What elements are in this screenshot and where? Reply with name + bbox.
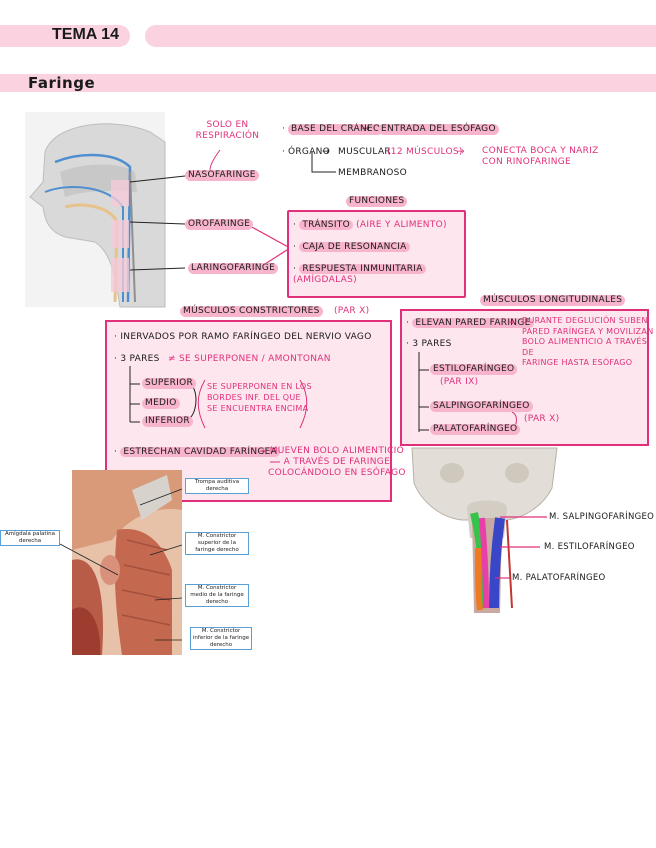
- caption-amigdala: Amígdala palatina derecha: [0, 530, 60, 546]
- elevan-note: DURANTE DEGLUCIÓN SUBEN PARED FARÍNGEA Y…: [522, 316, 654, 367]
- skull-longitudinales-image: [411, 447, 558, 613]
- muscular: MUSCULAR: [338, 147, 391, 157]
- estrechan-text: ESTRECHAN CAVIDAD FARÍNGEA: [120, 447, 281, 457]
- pares-note-text: SE SUPERPONEN / AMONTONAN: [179, 354, 331, 364]
- par-x-note: (PAR X): [524, 414, 560, 424]
- pares-note: ≠ SE SUPERPONEN / AMONTONAN: [168, 354, 331, 364]
- funcion-item: · TRÁNSITO (AIRE Y ALIMENTO): [293, 220, 447, 230]
- inervados: · INERVADOS POR RAMO FARÍNGEO DEL NERVIO…: [114, 332, 372, 342]
- caption-constrictor-inferior: M. Constrictor inferior de la faringe de…: [190, 627, 252, 650]
- funcion-label: TRÁNSITO: [299, 220, 353, 230]
- constrictores-title: MÚSCULOS CONSTRICTORES: [180, 306, 323, 317]
- arrow-right-icon-4: →: [258, 447, 266, 457]
- header-bar-left: [0, 25, 130, 47]
- funcion-item: · CAJA DE RESONANCIA: [293, 242, 463, 253]
- section-title: Faringe: [28, 74, 96, 92]
- constrictor-inferior: INFERIOR: [142, 416, 193, 427]
- caption-trompa: Trompa auditiva derecha: [185, 478, 249, 494]
- arrow-right-icon-3: →: [457, 147, 465, 157]
- label-palatofaringeo: M. PALATOFARÍNGEO: [512, 573, 606, 583]
- funcion-note: (AMÍGDALAS): [293, 275, 357, 285]
- header-bar-right: [145, 25, 656, 47]
- arrow-right-icon-2: →: [322, 147, 330, 157]
- long-pares-text: 3 PARES: [412, 339, 452, 349]
- funcion-label: CAJA DE RESONANCIA: [299, 242, 410, 252]
- caption-constrictor-medio: M. Constrictor medio de la faringe derec…: [185, 584, 249, 607]
- pares-text: 3 PARES: [120, 354, 160, 364]
- funciones-title: FUNCIONES: [346, 196, 408, 207]
- label-orofaringe: OROFARINGE: [185, 219, 254, 230]
- organo: ÓRGANO: [288, 147, 331, 157]
- conecta-note: CONECTA BOCA Y NARIZ CON RINOFARINGE: [482, 146, 599, 167]
- constrictores-anatomy-image: [72, 470, 182, 655]
- caption-constrictor-superior: M. Constrictor superior de la faringe de…: [185, 532, 249, 555]
- estrechan: · ESTRECHAN CAVIDAD FARÍNGEA: [114, 447, 281, 458]
- tema-label: TEMA 14: [52, 26, 119, 43]
- note-solo-respiracion: SOLO EN RESPIRACIÓN: [195, 120, 260, 141]
- membranoso: MEMBRANOSO: [338, 168, 408, 178]
- section-bar: [0, 74, 656, 92]
- bullet-base: ·: [282, 124, 286, 134]
- label-salpingofaringeo: M. SALPINGOFARÍNGEO: [549, 512, 655, 522]
- funciones-box: [287, 210, 466, 298]
- constrictores-pares: · 3 PARES: [114, 354, 160, 364]
- funcion-item: · RESPUESTA INMUNITARIA (AMÍGDALAS): [293, 264, 463, 286]
- long-palatofaringeo: PALATOFARÍNGEO: [430, 424, 521, 435]
- elevan: · ELEVAN PARED FARINGE: [406, 318, 534, 329]
- num-musculos: (12 MÚSCULOS): [387, 147, 463, 157]
- longitudinales-box: [400, 309, 649, 446]
- constrictor-medio: MEDIO: [142, 398, 180, 409]
- arrow-right-icon-5: →: [507, 318, 515, 328]
- funcion-note: (AIRE Y ALIMENTO): [356, 220, 447, 230]
- funcion-label: RESPUESTA INMUNITARIA: [299, 264, 426, 274]
- longitudinales-title: MÚSCULOS LONGITUDINALES: [480, 295, 626, 306]
- arrow-right-icon: →: [362, 124, 370, 134]
- inervados-text: INERVADOS POR RAMO FARÍNGEO DEL NERVIO V…: [120, 332, 372, 342]
- estrechan-note: MUEVEN BOLO ALIMENTICIO A TRAVÉS DE FARI…: [268, 446, 406, 478]
- estilo-note: (PAR IX): [440, 377, 479, 387]
- longitudinales-pares: · 3 PARES: [406, 339, 452, 349]
- long-salpingofaringeo: SALPINGOFARÍNGEO: [430, 401, 533, 412]
- entrada-esofago: ENTRADA DEL ESÓFAGO: [378, 124, 499, 135]
- label-estilofaringeo: M. ESTILOFARÍNGEO: [544, 542, 635, 552]
- brace-note: SE SUPERPONEN EN LOS BORDES INF. DEL QUE…: [207, 382, 312, 413]
- bullet-organo: ·: [282, 147, 286, 157]
- base-craneo: BASE DEL CRÁNEO: [288, 124, 384, 135]
- label-nasofaringe: NASOFARINGE: [185, 170, 259, 181]
- constrictores-par: (PAR X): [334, 306, 370, 316]
- head-sagittal-illustration: [25, 112, 166, 308]
- elevan-text: ELEVAN PARED FARINGE: [412, 318, 534, 328]
- funciones-list: · TRÁNSITO (AIRE Y ALIMENTO) · CAJA DE R…: [293, 220, 463, 286]
- long-estilofaringeo: ESTILOFARÍNGEO: [430, 364, 518, 375]
- constrictor-superior: SUPERIOR: [142, 378, 197, 389]
- label-laringofaringe: LARINGOFARINGE: [188, 263, 279, 274]
